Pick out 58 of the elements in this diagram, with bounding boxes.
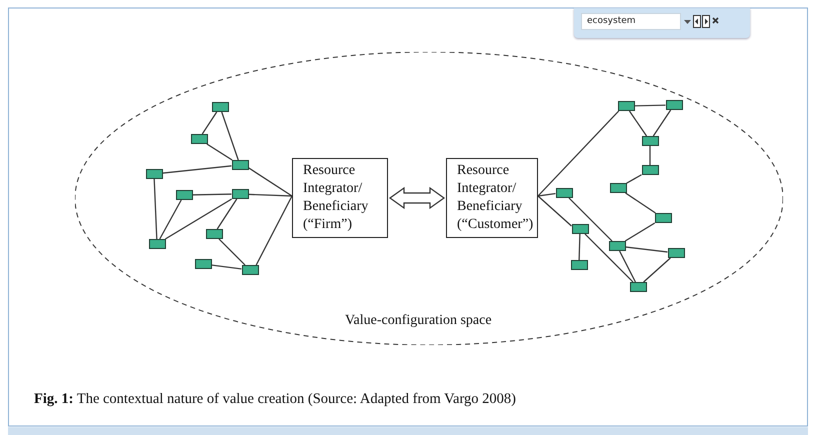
network-box	[666, 100, 682, 110]
connector-line	[248, 194, 292, 197]
network-box	[148, 239, 166, 249]
network-box	[630, 282, 646, 292]
connector-line	[211, 264, 242, 270]
connector-line	[619, 250, 636, 282]
network-box	[212, 102, 228, 112]
figure-caption: Fig. 1: The contextual nature of value creation (Source: Adapted from Vargo 2008)	[34, 391, 516, 408]
network-box	[642, 165, 658, 175]
network-box	[556, 188, 572, 198]
connector-line	[624, 222, 656, 242]
connector-line	[634, 104, 666, 106]
network-box	[618, 101, 634, 111]
connector-line	[625, 192, 656, 214]
connector-line	[625, 246, 668, 253]
network-box	[608, 241, 626, 251]
connector-line	[538, 193, 556, 197]
network-box	[146, 169, 162, 179]
connector-line	[652, 110, 672, 136]
connector-line	[256, 196, 293, 266]
network-box	[570, 260, 588, 270]
connector-line	[578, 234, 580, 260]
network-box	[194, 259, 212, 269]
search-field: ecosystem	[581, 13, 681, 30]
connector-line	[626, 174, 642, 184]
connector-line	[649, 146, 651, 165]
double-arrow	[388, 186, 446, 210]
connector-line	[584, 234, 634, 282]
connector-line	[643, 258, 671, 282]
connector-line	[216, 198, 238, 230]
network-box	[232, 189, 248, 199]
network-box	[668, 248, 684, 258]
network-box	[654, 213, 672, 223]
connector-line	[159, 200, 182, 240]
actor-box: Resource Integrator/ Beneficiary (“Customer”)	[446, 158, 538, 238]
connector-line	[206, 144, 232, 160]
connector-line	[162, 165, 232, 174]
actor-box: Resource Integrator/ Beneficiary (“Firm”)	[292, 158, 388, 238]
network-box	[242, 265, 258, 275]
network-box	[642, 136, 658, 146]
connector-line	[568, 198, 612, 242]
connector-line	[538, 196, 572, 226]
network-box	[232, 160, 248, 170]
connector-line	[164, 198, 232, 240]
network-box	[610, 183, 626, 193]
connector-line	[218, 238, 246, 266]
network-box	[176, 190, 192, 200]
connector-line	[154, 178, 158, 240]
network-box	[572, 224, 588, 234]
network-box	[190, 134, 208, 144]
network-box	[206, 229, 222, 239]
connector-line	[628, 110, 648, 136]
space-label: Value-configuration space	[345, 313, 492, 329]
connector-line	[538, 110, 620, 196]
connector-line	[248, 167, 292, 196]
connector-line	[202, 112, 218, 134]
connector-line	[192, 194, 232, 196]
connector-line	[221, 112, 239, 160]
